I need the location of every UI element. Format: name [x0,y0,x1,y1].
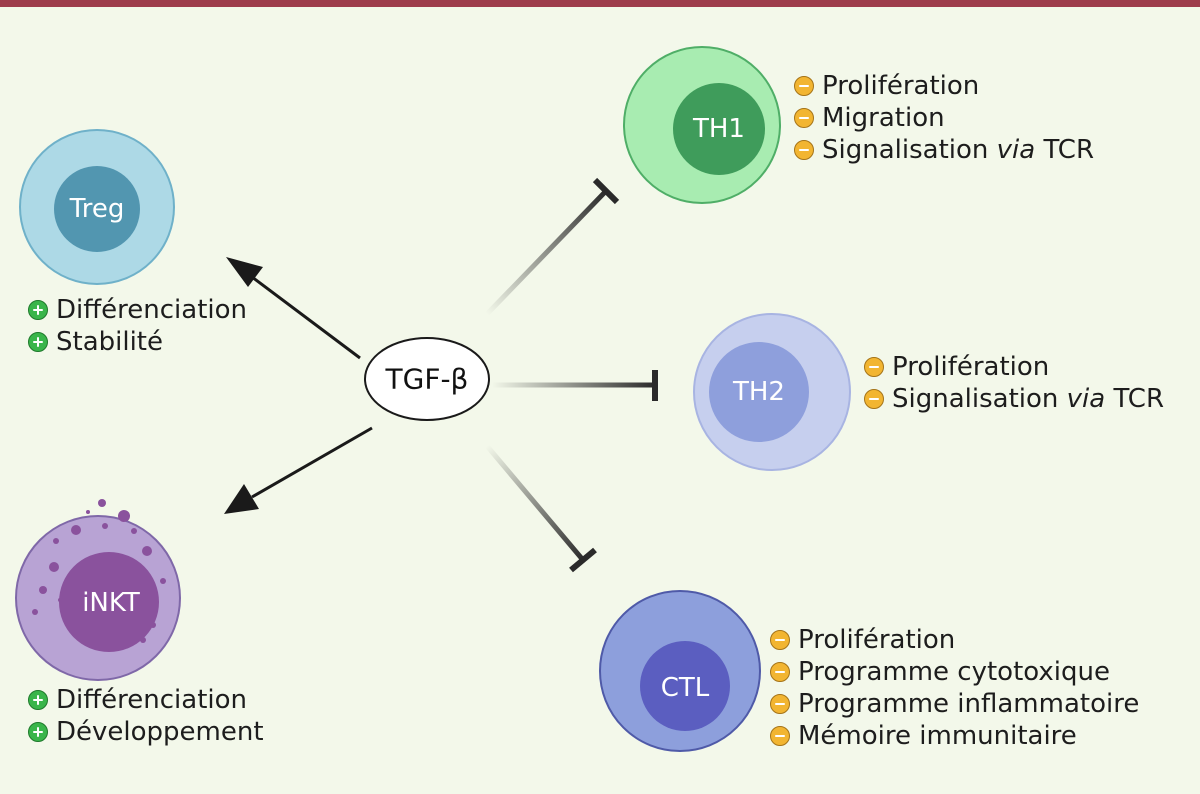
tgf-beta-node: TGF-β [364,337,490,421]
effect-text: Développement [56,717,264,747]
effect-emphasis: via [1066,384,1106,414]
effect-text: Signalisation via TCR [822,135,1094,165]
inhibition-to-th2 [492,370,658,401]
cell-label-th1: TH1 [692,114,745,144]
arrow-to-inkt [224,426,373,514]
effect-text: Migration [822,103,945,133]
effect-list-ctl: Prolifération Programme cytotoxique Prog… [770,624,1139,752]
effect-item: Migration [794,102,1094,134]
effect-item: Stabilité [28,326,247,358]
plus-icon [28,690,48,710]
effect-emphasis: via [996,135,1036,165]
effect-text: Différenciation [56,295,248,325]
cell-ctl: CTL [599,590,761,752]
minus-icon [770,630,790,650]
effect-item: Différenciation [28,294,247,326]
effect-text: Mémoire immunitaire [798,721,1077,751]
plus-icon [28,332,48,352]
plus-icon [28,722,48,742]
minus-icon [794,76,814,96]
cell-label-ctl: CTL [661,673,710,703]
plus-icon [28,300,48,320]
minus-icon [794,140,814,160]
minus-icon [770,694,790,714]
inhibition-to-th1 [485,177,620,316]
effect-list-th2: Prolifération Signalisation via TCR [864,351,1164,415]
cell-inkt: iNKT [15,499,181,681]
cell-label-treg: Treg [69,194,125,224]
minus-icon [770,726,790,746]
effect-item: Développement [28,716,264,748]
effect-item: Programme cytotoxique [770,656,1139,688]
effect-text: Différenciation [56,685,248,715]
cell-th2: TH2 [693,313,851,471]
effect-text: Stabilité [56,327,163,357]
effect-item: Prolifération [770,624,1139,656]
minus-icon [864,357,884,377]
cell-label-th2: TH2 [732,377,785,407]
effect-item: Différenciation [28,684,264,716]
effect-item: Prolifération [864,351,1164,383]
cell-th1: TH1 [623,46,781,204]
inhibition-to-ctl [485,444,597,573]
top-accent-bar [0,0,1200,7]
minus-icon [770,662,790,682]
effect-item: Signalisation via TCR [864,383,1164,415]
effect-list-treg: Différenciation Stabilité [28,294,247,358]
effect-text: Prolifération [892,352,1050,382]
effect-item: Mémoire immunitaire [770,720,1139,752]
effect-item: Prolifération [794,70,1094,102]
effect-text: Prolifération [822,71,980,101]
minus-icon [864,389,884,409]
effect-suffix: TCR [1043,135,1095,165]
effect-item: Programme inflammatoire [770,688,1139,720]
effect-main: Signalisation [892,384,1059,414]
cell-treg: Treg [19,129,175,285]
minus-icon [794,108,814,128]
effect-item: Signalisation via TCR [794,134,1094,166]
cell-label-inkt: iNKT [82,588,140,618]
effect-suffix: TCR [1113,384,1165,414]
effect-main: Signalisation [822,135,989,165]
effect-text: Signalisation via TCR [892,384,1164,414]
effect-list-th1: Prolifération Migration Signalisation vi… [794,70,1094,166]
effect-list-inkt: Différenciation Développement [28,684,264,748]
effect-text: Programme inflammatoire [798,689,1140,719]
effect-text: Programme cytotoxique [798,657,1110,687]
effect-text: Prolifération [798,625,956,655]
arrow-to-treg [226,257,361,360]
tgf-beta-label: TGF-β [385,363,469,396]
